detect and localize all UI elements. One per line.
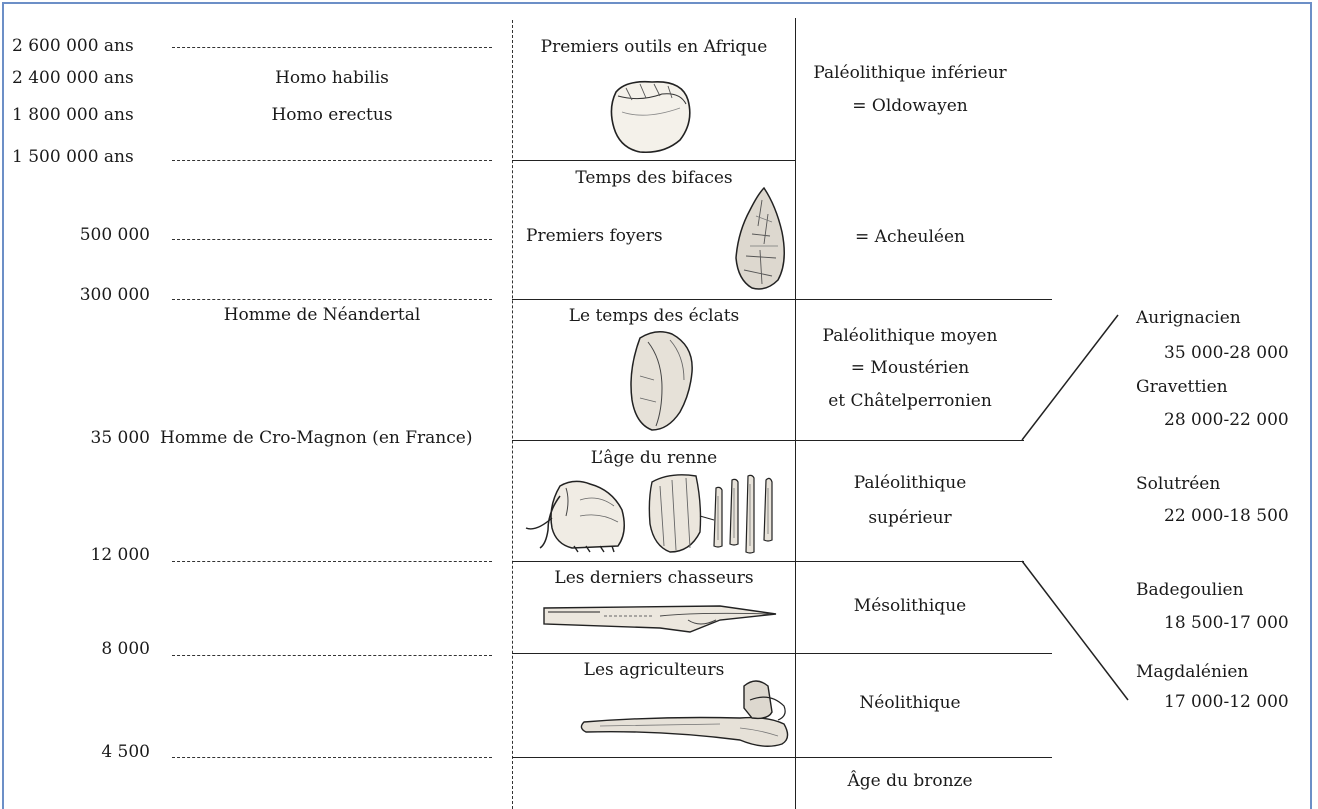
flake-tool-icon (631, 332, 692, 430)
connector-line (1022, 315, 1118, 440)
connector-line (1022, 561, 1128, 700)
polished-axe-icon (581, 681, 787, 746)
handaxe-icon (736, 188, 784, 289)
mammoth-icon (526, 481, 624, 552)
pebble-tool-icon (611, 82, 689, 153)
blade-tools-icon (649, 475, 772, 553)
harpoon-icon (544, 606, 776, 632)
